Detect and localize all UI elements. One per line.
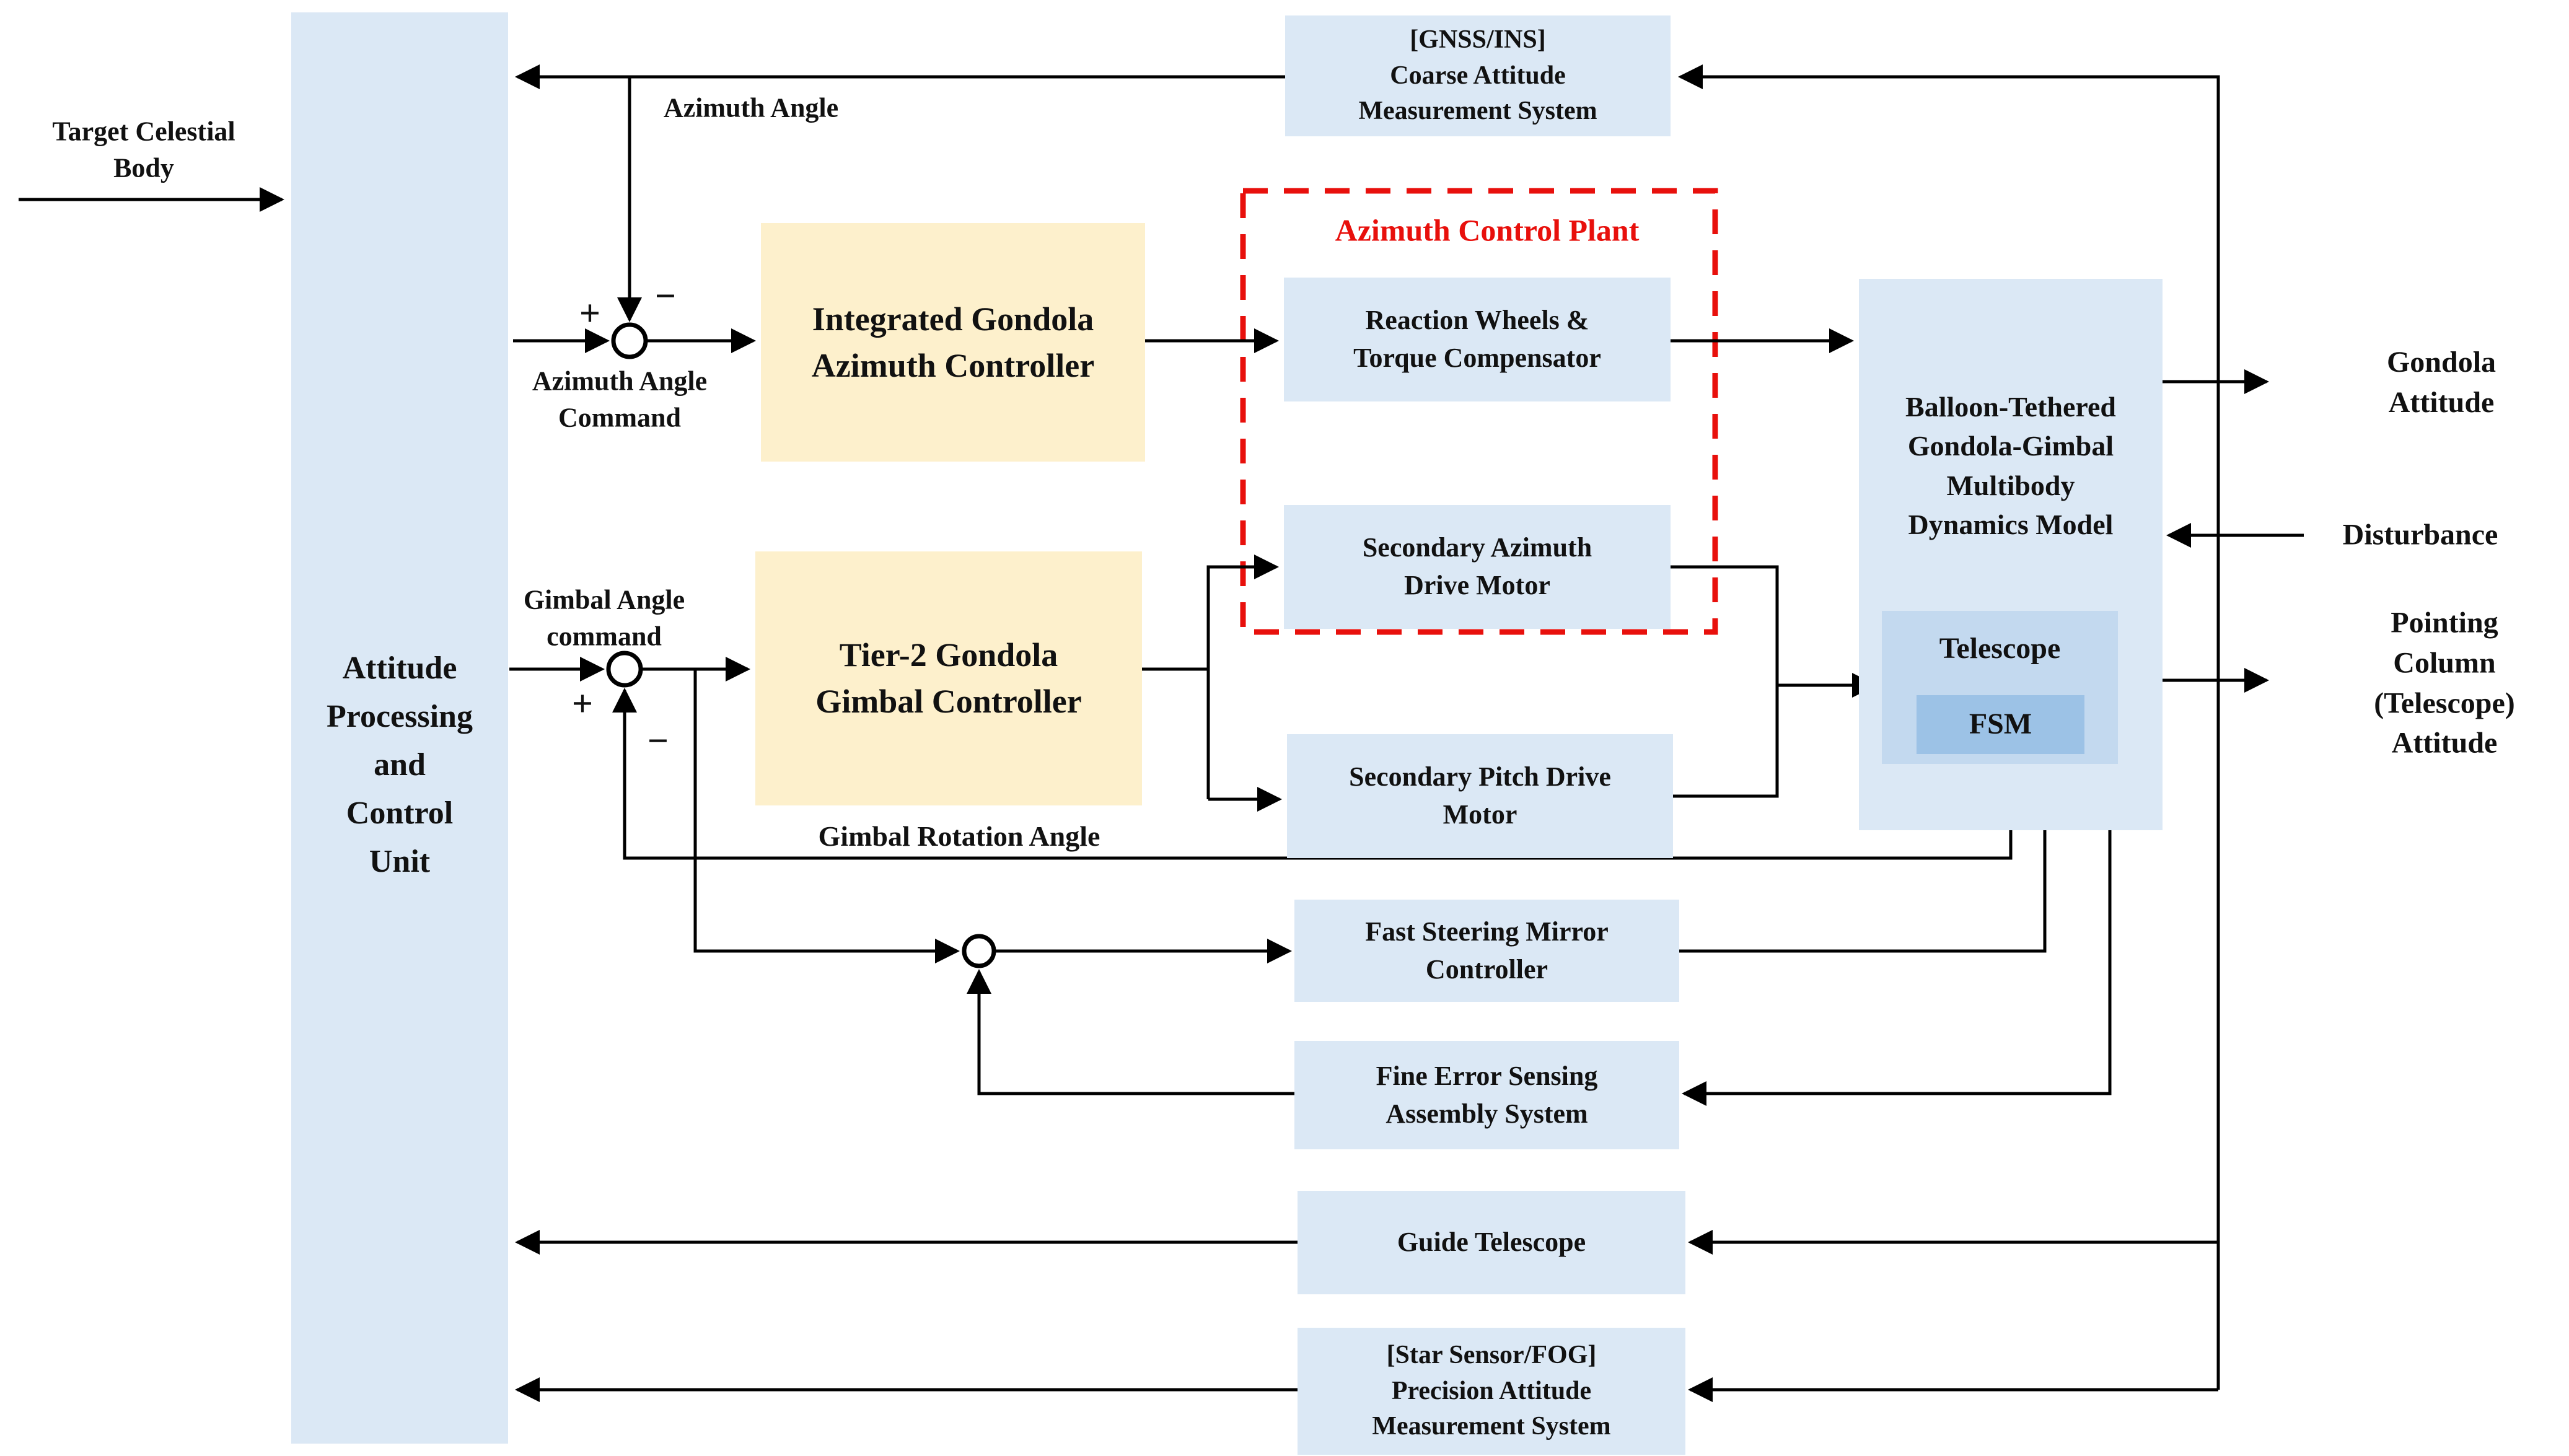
block-guide-telescope: Guide Telescope: [1298, 1191, 1685, 1294]
block-secondary-pitch-drive-motor: Secondary Pitch Drive Motor: [1287, 734, 1673, 858]
gimbal-summing-junction: [606, 651, 643, 688]
fine-error-sensing-label: Fine Error Sensing Assembly System: [1376, 1060, 1598, 1129]
line-pitch-motor-out: [1673, 685, 1779, 798]
arrow-branch-to-azimuth-motor: [1206, 555, 1279, 799]
block-fast-steering-mirror-controller: Fast Steering Mirror Controller: [1294, 900, 1679, 1002]
azimuth-controller-label: Integrated Gondola Azimuth Controller: [811, 300, 1095, 384]
star-sensor-label: [Star Sensor/FOG] Precision Attitude Mea…: [1372, 1340, 1611, 1441]
arrow-gimbal-cmd-to-fsm-sum: [693, 669, 960, 963]
secondary-azimuth-motor-label: Secondary Azimuth Drive Motor: [1362, 532, 1592, 600]
gondola-attitude-label: Gondola Attitude: [2386, 346, 2497, 419]
fsm-summing-junction: [962, 934, 996, 968]
arrow-gimbal-rotation-feedback: [612, 688, 2013, 860]
azimuth-control-plant-box: [1240, 188, 1718, 635]
secondary-pitch-motor-label: Secondary Pitch Drive Motor: [1349, 761, 1611, 830]
block-secondary-azimuth-drive-motor: Secondary Azimuth Drive Motor: [1284, 505, 1671, 629]
gimbal-angle-command-label: Gimbal Angle command: [523, 584, 685, 652]
gnss-label: [GNSS/INS] Coarse Attitude Measurement S…: [1358, 25, 1597, 126]
apcu-label: Attitude Processing and Control Unit: [327, 651, 473, 879]
gimbal-rotation-angle-label: Gimbal Rotation Angle: [818, 820, 1100, 852]
block-gnss-coarse-attitude: [GNSS/INS] Coarse Attitude Measurement S…: [1285, 15, 1671, 136]
arrow-fes-to-fsm-sum: [967, 969, 1294, 1095]
block-tier2-gondola-gimbal-controller: Tier-2 Gondola Gimbal Controller: [755, 551, 1142, 805]
azimuth-sum-minus-sign: −: [654, 275, 677, 317]
telescope-label: Telescope: [1939, 632, 2061, 665]
line-azimuth-motor-out: [1671, 565, 1779, 685]
azimuth-control-plant-title: Azimuth Control Plant: [1335, 213, 1640, 248]
block-fine-error-sensing: Fine Error Sensing Assembly System: [1294, 1041, 1679, 1149]
block-reaction-wheels: Reaction Wheels & Torque Compensator: [1284, 278, 1671, 401]
feedback-riser-to-gnss: [1678, 64, 2220, 1390]
gimbal-sum-minus-sign: −: [647, 720, 669, 761]
gimbal-controller-label: Tier-2 Gondola Gimbal Controller: [815, 636, 1082, 720]
fsm-label: FSM: [1969, 708, 2032, 741]
azimuth-angle-label: Azimuth Angle: [663, 92, 839, 123]
reaction-wheels-label: Reaction Wheels & Torque Compensator: [1353, 305, 1601, 373]
gimbal-sum-plus-sign: +: [571, 683, 594, 724]
block-attitude-processing-control-unit: Attitude Processing and Control Unit: [291, 12, 508, 1444]
arrow-telescope-to-fes: [1682, 764, 2112, 1106]
block-fsm: FSM: [1917, 695, 2084, 754]
fsm-controller-label: Fast Steering Mirror Controller: [1365, 916, 1609, 985]
azimuth-sum-plus-sign: +: [579, 292, 601, 334]
azimuth-angle-command-label: Azimuth Angle Command: [532, 366, 708, 433]
disturbance-label: Disturbance: [2342, 518, 2498, 551]
dynamics-model-label: Balloon-Tethered Gondola-Gimbal Multibod…: [1905, 391, 2116, 541]
guide-telescope-label: Guide Telescope: [1397, 1227, 1586, 1258]
block-integrated-gondola-azimuth-controller: Integrated Gondola Azimuth Controller: [761, 223, 1145, 462]
block-star-sensor-precision-attitude: [Star Sensor/FOG] Precision Attitude Mea…: [1298, 1328, 1685, 1455]
target-celestial-body-label: Target Celestial Body: [52, 116, 235, 183]
pointing-attitude-label: Pointing Column (Telescope) Attitude: [2374, 606, 2515, 760]
azimuth-summing-junction: [611, 322, 648, 359]
